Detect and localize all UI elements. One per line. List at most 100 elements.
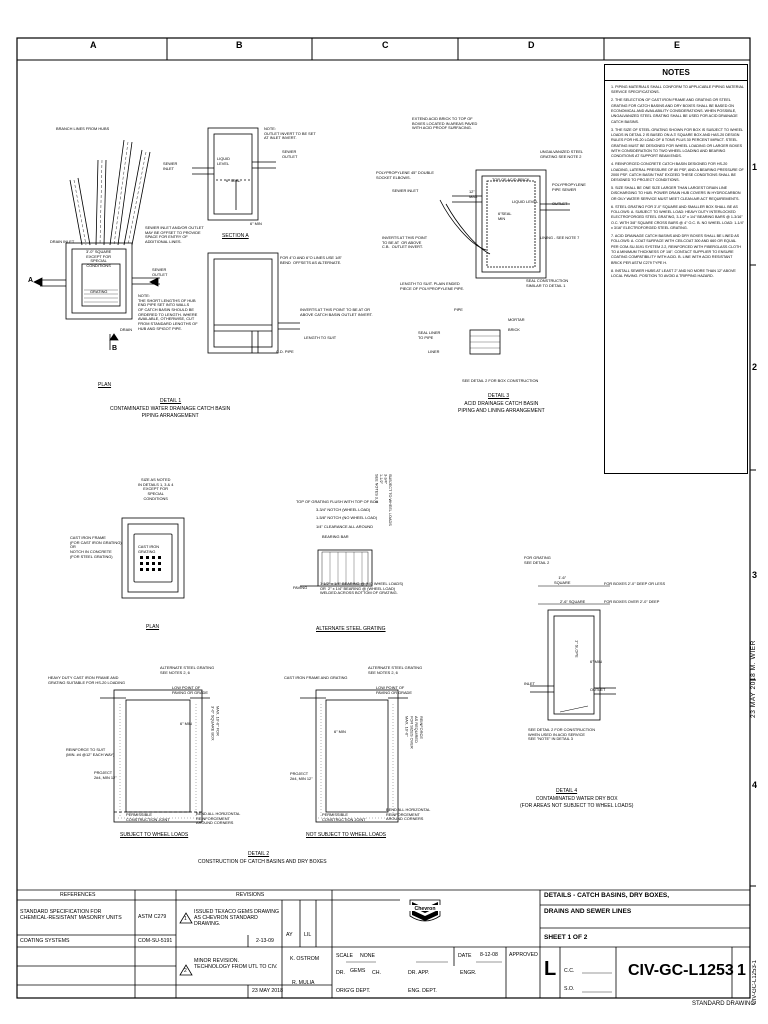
d4-title: DETAIL 4 <box>556 788 577 795</box>
d1-bend-note: FOR 4"O AND 6"O LINES USE 1/8" BEND OFFS… <box>280 255 342 265</box>
tb-title-line1: DETAILS - CATCH BASINS, DRY BOXES, <box>544 892 670 899</box>
tb-ref1-name: STANDARD SPECIFICATION FOR CHEMICAL-RESI… <box>20 909 122 922</box>
d1-sewer-outlet-2: SEWER OUTLET <box>282 149 298 159</box>
tb-scale-value: NONE <box>360 953 375 959</box>
alt-label: ALTERNATE STEEL GRATING <box>316 626 386 632</box>
note-item: 2. THE SELECTION OF CAST IRON FRAME AND … <box>611 98 738 124</box>
tb-rev2-date: 23 MAY 2018 <box>252 988 283 994</box>
d2-right-caption: NOT SUBJECT TO WHEEL LOADS <box>306 832 386 839</box>
zone-row-1: 1 <box>752 162 758 172</box>
d1-inverts-note: INVERTS AT THIS POINT TO BE AT OR ABOVE … <box>300 307 373 317</box>
notes-panel: NOTES 1. PIPING MATERIALS SHALL CONFORM … <box>604 64 748 474</box>
note-item: 6. STEEL GRATING FOR 3'-0" SQUARE AND SM… <box>611 204 744 231</box>
d4-six-min: 6" MIN <box>590 659 602 664</box>
tb-rev2-by: K. OSTROM <box>290 956 320 962</box>
d2-six-min-left: 6" MIN <box>180 721 192 726</box>
zone-column-d: D <box>528 40 535 50</box>
d1-plan-label: PLAN <box>98 382 112 388</box>
d1-sewer-outlet: SEWER OUTLET <box>152 267 168 277</box>
d3-pipe: PIPE <box>454 307 463 312</box>
d3-polypro-sewer: POLYPROPYLENE PIPE SEWER <box>552 182 586 192</box>
alt-vert-text: SUBJECT TO WHEEL LOADS 3-3/4" 1-1/2" SEE… <box>374 474 393 526</box>
d3-liner: LINER <box>428 349 440 354</box>
d2-bend-all-left: BEND ALL HORIZONTAL REINFORCEMENT AROUND… <box>196 811 241 826</box>
d3-ungalv: UNGALVANIZED STEEL GRATING SEE NOTE 2 <box>540 149 584 159</box>
alt-bearing-bar: BEARING BAR <box>322 534 349 539</box>
d2-alt-steel-right: ALTERNATE STEEL GRATING SEE NOTES 2, 6 <box>368 665 423 675</box>
d3-brick: BRICK <box>508 327 520 332</box>
alt-grating-drawing <box>300 549 373 587</box>
d1-note-short: NOTE: THE SHORT LENGTHS OF HUB END PIPE … <box>138 293 198 331</box>
tb-dr-app-label: DR. APP. <box>408 970 430 976</box>
d3-title: DETAIL 3 <box>488 393 509 400</box>
d2-project-left: PROJECT 2#4, MIN 12" <box>94 770 117 780</box>
tb-references-header: REFERENCES <box>60 892 96 898</box>
plan2-drawing <box>121 517 185 599</box>
d3-subtitle: ACID DRAINAGE CATCH BASIN PIPING AND LIN… <box>458 401 545 414</box>
d4-title-text: DETAIL 4 <box>556 788 578 794</box>
tb-rev2-number: 2 <box>184 968 187 974</box>
d3-seal-liner: SEAL LINER TO PIPE <box>418 330 441 340</box>
alt-notch-wheel: 3-3/4" NOTCH (WHEEL LOAD) <box>316 507 371 512</box>
d1-seal: 6" SEAL <box>226 178 241 183</box>
d1-sewer-inlet-note: SEWER INLET AND/OR OUTLET MAY BE OFFSET … <box>145 225 204 245</box>
tb-ref2-name: COATING SYSTEMS <box>20 938 70 944</box>
d2-bend-all-right: BEND ALL HORIZONTAL REINFORCEMENT AROUND… <box>386 807 431 822</box>
d1-square: 3'-0" SQUARE EXCEPT FOR SPECIAL CONDITIO… <box>86 249 112 269</box>
d4-subtitle: CONTAMINATED WATER DRY BOX (FOR AREAS NO… <box>520 796 634 809</box>
d4-for-boxes-over: FOR BOXES OVER 2'-0" DEEP <box>604 599 660 604</box>
tb-class-letter: L <box>544 958 557 980</box>
d1-title-text: DETAIL 1 <box>160 398 182 404</box>
d1-title: DETAIL 1 <box>160 398 181 405</box>
d2-title-text: DETAIL 2 <box>248 851 270 857</box>
title-block-lines <box>17 889 750 998</box>
d4-for-grating: FOR GRATING SEE DETAIL 2 <box>524 555 551 565</box>
d3-see-detail: SEE DETAIL 2 FOR BOX CONSTRUCTION <box>462 378 539 383</box>
d3-seal-min: 6"SEAL MIN <box>498 211 512 221</box>
plan2-cast-iron-grating: CAST IRON GRATING <box>138 544 160 554</box>
tb-approved: APPROVED <box>509 952 538 958</box>
tb-rev1-date: 2-13-09 <box>256 938 274 944</box>
d1-section-a: SECTION A <box>222 233 249 239</box>
detail2-left-drawing <box>100 689 210 823</box>
alt-clearance: 1/4" CLEARANCE ALL AROUND <box>316 524 374 529</box>
plan2-size-note: SIZE AS NOTED IN DETAILS 1, 3 & 4 EXCEPT… <box>138 477 174 501</box>
d2-low-point-right: LOW POINT OF PAVING OR GRADE <box>376 685 412 695</box>
d3-lining: LINING - SEE NOTE 7 <box>540 235 580 240</box>
tb-eng-dept: ENG. DEPT. <box>408 988 437 994</box>
alt-notch-no: 1-5/8" NOTCH (NO WHEEL LOAD) <box>316 515 378 520</box>
chevron-logo-icon: Chevron <box>408 899 442 922</box>
zone-column-a: A <box>90 40 97 50</box>
d1-section-a-caption: SECTION A <box>222 233 249 240</box>
alt-paving: PAVING <box>293 585 308 590</box>
note-item: 5. SIZE SHALL BE ONE SIZE LARGER THAN LA… <box>611 186 741 201</box>
tb-ref1-code: ASTM C279 <box>138 914 167 920</box>
tb-rev1-chk: LIL <box>304 932 312 938</box>
alt-caption: ALTERNATE STEEL GRATING <box>316 626 386 633</box>
zone-row-2: 2 <box>752 362 758 372</box>
d3-mortar: MORTAR <box>508 317 525 322</box>
d3-title-text: DETAIL 3 <box>488 393 510 399</box>
detail1-plan-drawing <box>33 139 160 350</box>
tb-rev2-text: MINOR REVISION. TECHNOLOGY FROM UTL TO C… <box>194 958 278 971</box>
note-item: 7. ACID DRAINAGE CATCH BASINS AND DRY BO… <box>611 233 741 265</box>
note-item: 3. THE SIZE OF STEEL GRATING SHOWN FOR B… <box>611 127 743 159</box>
alt-top-grating: TOP OF GRATING FLUSH WITH TOP OF BOX <box>296 499 379 504</box>
d4-for-boxes-less: FOR BOXES 2'-0" DEEP OR LESS <box>604 581 666 586</box>
d3-polypro-elbows: POLYPROPYLENE 45° DOUBLE SOCKET ELBOWS. <box>376 170 434 180</box>
tb-sheet: SHEET 1 OF 2 <box>544 934 588 941</box>
d2-permissible-right: PERMISSIBLE CONSTRUCTION JOINT <box>322 812 366 822</box>
side-drawing-id: CIV-GC-L1253-1 <box>752 960 758 1005</box>
d2-left-caption: SUBJECT TO WHEEL LOADS <box>120 832 188 839</box>
d3-inverts: INVERTS AT THIS POINT TO BE AT OR ABOVE … <box>382 235 428 250</box>
tb-ch-label: CH. <box>372 970 381 976</box>
d1-six-min: 6" MIN <box>250 221 262 226</box>
tb-ref2-code: COM-SU-5191 <box>138 938 173 944</box>
d3-extend-brick: EXTEND ACID BRICK TO TOP OF BOXES LOCATE… <box>412 116 478 131</box>
detail1-section-b-drawing <box>207 252 300 354</box>
tb-cc-label: C.C. <box>564 968 575 974</box>
note-item: 4. REINFORCED CONCRETE CATCH BASIN DESIG… <box>611 162 744 183</box>
notes-title: NOTES <box>605 65 747 81</box>
zone-row-4: 4 <box>752 780 758 790</box>
